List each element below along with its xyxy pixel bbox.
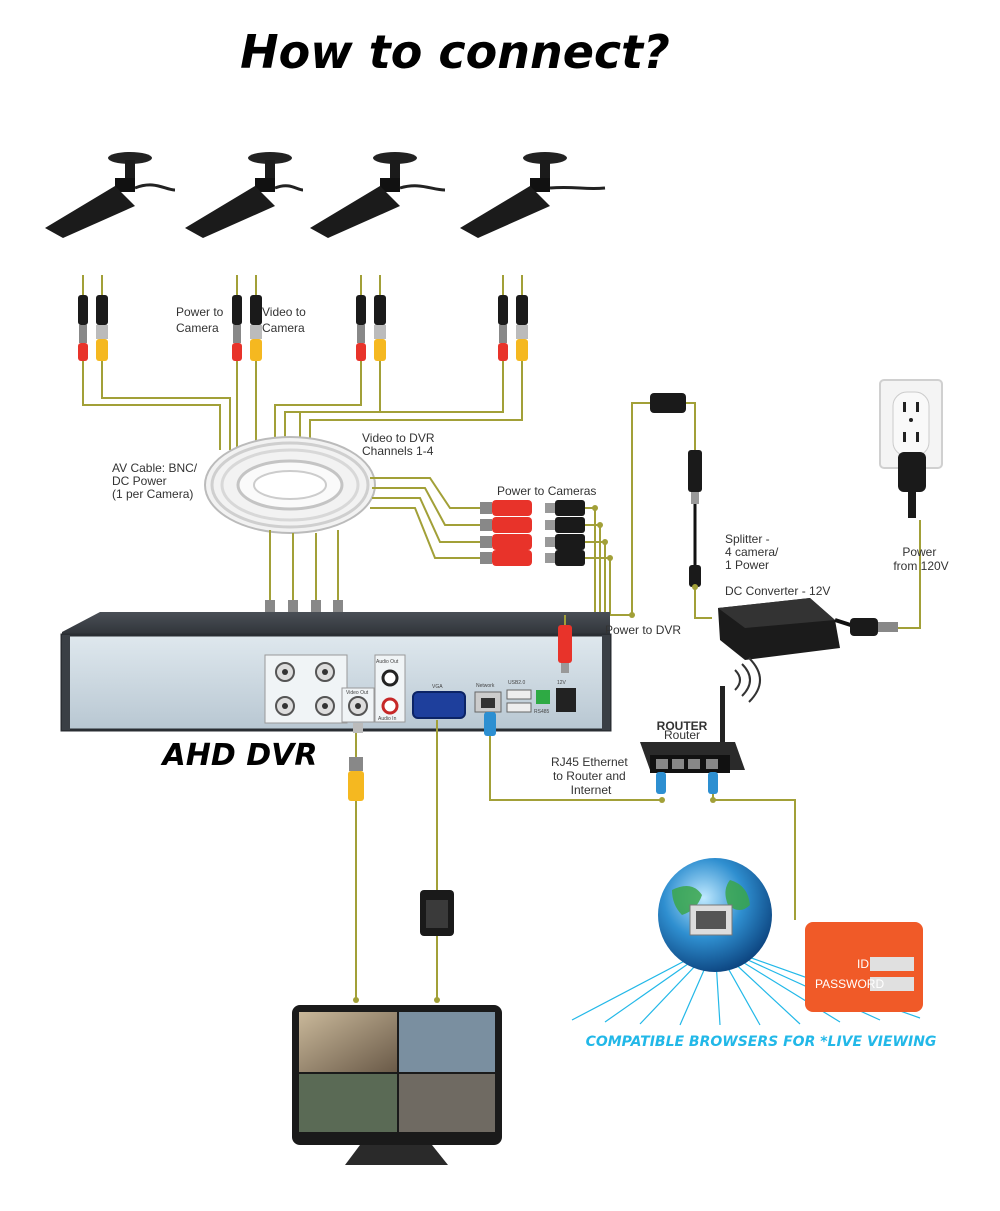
router-label: ROUTER [657,719,708,733]
av-cable-label: AV Cable: BNC/ DC Power (1 per Camera) [112,461,201,501]
rj45-label: RJ45 Ethernet to Router and Internet [551,755,631,797]
dc-converter-icon [718,520,921,660]
camera-3-icon [310,152,446,238]
camera-1-icon [45,152,176,238]
power-from-label: Power from 120V [893,545,948,573]
page-title: How to connect? [240,25,670,79]
vga-label: VGA [432,684,443,690]
power-to-dvr-label: Power to DVR [605,623,681,637]
wall-outlet-icon [879,379,943,518]
video-to-camera-label: Video to Camera [262,305,309,335]
camera-connectors [78,275,528,385]
video-out-cable [348,723,364,1003]
router-sublabel: Router [664,728,700,742]
splitter-label: Splitter - 4 camera/ 1 Power [725,532,782,572]
camera-wires [82,385,523,450]
video-out-label: Video Out [346,690,369,696]
splitter-icon [650,393,712,619]
dvr-device: Video Out Audio Out Audio In VGA Network… [60,612,612,732]
network-cable [484,712,665,803]
audio-in-label: Audio In [378,716,397,722]
vga-cable [420,720,454,1003]
camera-2-icon [185,152,304,238]
power-to-cameras-label: Power to Cameras [497,484,596,498]
compatible-browsers-label: COMPATIBLE BROWSERS FOR *LIVE VIEWING [586,1034,937,1050]
dvr-power-plug-icon [558,615,572,673]
router-icon [640,657,796,920]
dvr-name-label: AHD DVR [161,738,318,773]
login-password-label: PASSWORD [815,977,884,991]
monitor-icon [292,1005,502,1165]
power-in-label: 12V [557,680,567,686]
audio-out-label: Audio Out [376,659,399,665]
av-cable-coil-icon [204,436,376,534]
camera-4-icon [460,152,606,238]
remote-login-panel: ID PASSWORD [805,922,923,1012]
internet-globe-icon [571,858,921,1026]
power-to-camera-label: Power to Camera [176,305,227,335]
network-label: Network [476,683,495,689]
dc-converter-label: DC Converter - 12V [725,584,830,598]
video-to-dvr-label: Video to DVR Channels 1-4 [362,431,438,458]
rs485-label: RS485 [534,709,550,715]
login-id-label: ID [857,957,869,971]
usb-label: USB2.0 [508,680,525,686]
